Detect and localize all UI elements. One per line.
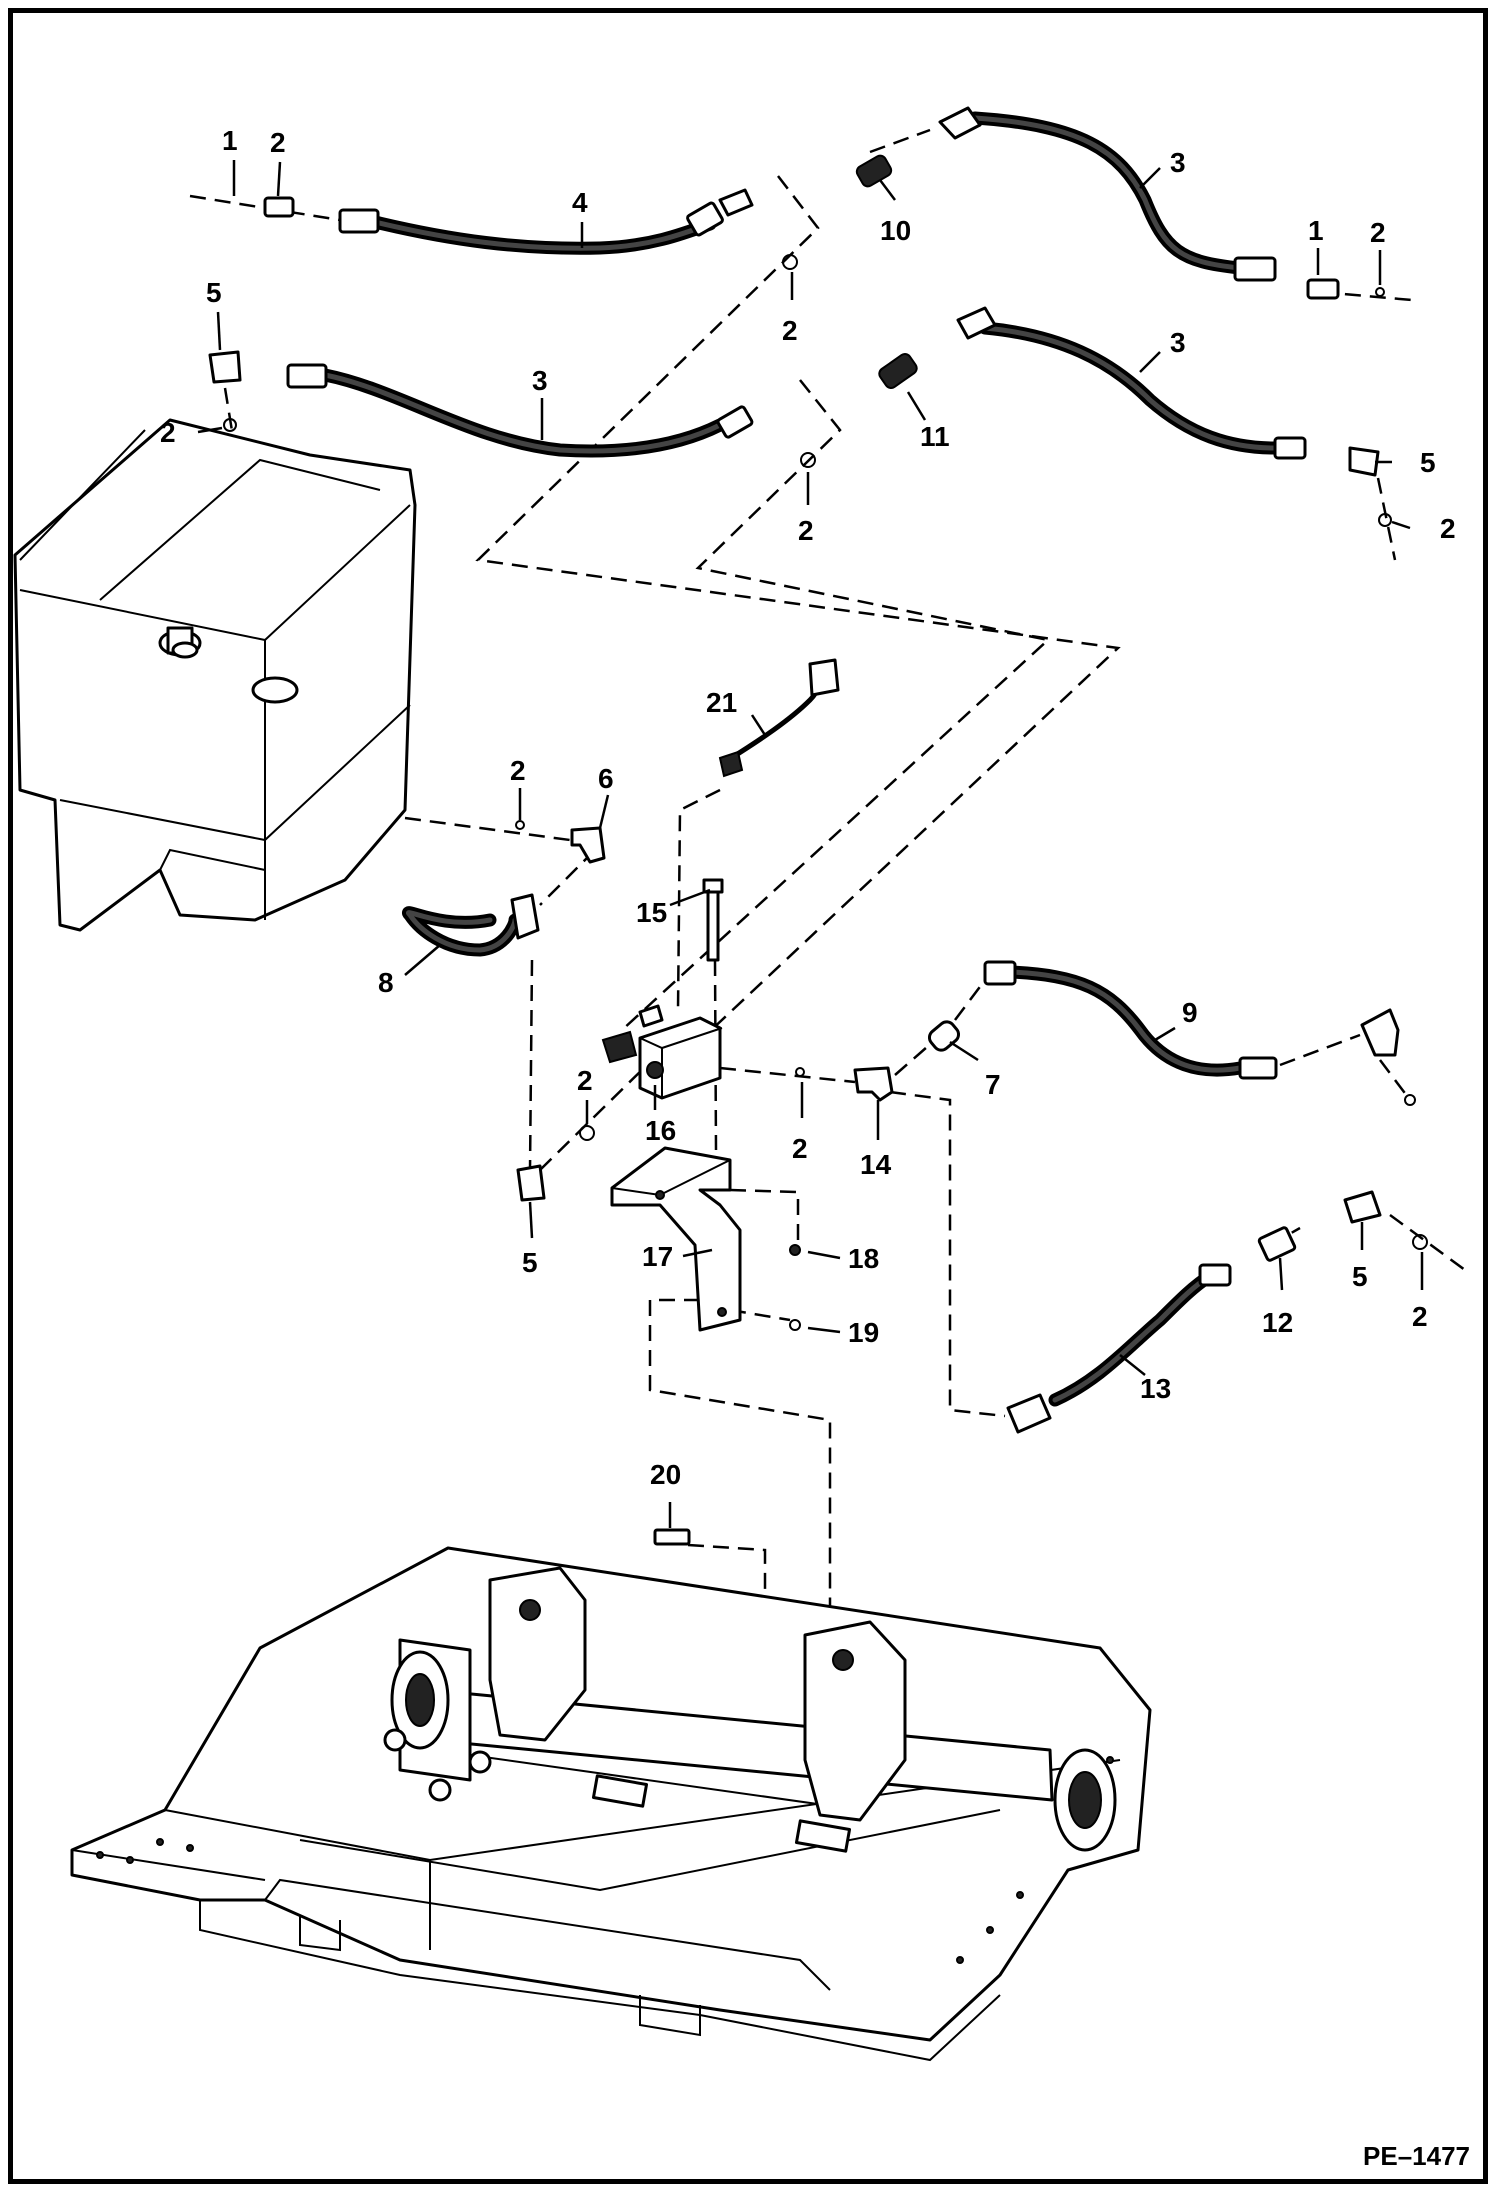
callout-4: 4 <box>572 187 588 218</box>
callout-2: 2 <box>1440 513 1456 544</box>
callout-1: 1 <box>1308 215 1324 246</box>
callout-7: 7 <box>985 1069 1001 1100</box>
callout-10: 10 <box>880 215 911 246</box>
figure-reference-code: PE–1477 <box>1363 2141 1470 2171</box>
callout-2: 2 <box>792 1133 808 1164</box>
callout-14: 14 <box>860 1149 892 1180</box>
callout-5: 5 <box>522 1247 538 1278</box>
callout-5: 5 <box>1352 1261 1368 1292</box>
hose-9 <box>1003 965 1247 1077</box>
callout-6: 6 <box>598 763 614 794</box>
hose-3-right <box>978 321 1282 455</box>
routing-dashed-lines <box>189 128 1466 1642</box>
hose-3-upper <box>968 111 1247 275</box>
callout-numbers: 1 2 4 10 2 3 1 2 5 3 2 11 2 3 5 2 21 2 6… <box>160 125 1456 1490</box>
callout-12: 12 <box>1262 1307 1293 1338</box>
callout-17: 17 <box>642 1241 673 1272</box>
callout-21: 21 <box>706 687 737 718</box>
callout-3: 3 <box>1170 147 1186 178</box>
callout-2: 2 <box>1412 1301 1428 1332</box>
callout-1: 1 <box>222 125 238 156</box>
valve-block <box>601 878 724 1100</box>
hose-assemblies <box>318 111 1282 1407</box>
callout-15: 15 <box>636 897 667 928</box>
leader-lines <box>197 160 1424 1528</box>
machine-frame <box>70 1546 1152 2062</box>
battery <box>13 418 417 932</box>
diagram-border <box>8 8 1488 2184</box>
callout-2: 2 <box>577 1065 593 1096</box>
callout-2: 2 <box>510 755 526 786</box>
hose-3-left <box>318 368 727 458</box>
callout-11: 11 <box>920 421 950 452</box>
callout-3: 3 <box>532 365 548 396</box>
callout-18: 18 <box>848 1243 879 1274</box>
callout-2: 2 <box>270 127 286 158</box>
callout-9: 9 <box>1182 997 1198 1028</box>
callout-19: 19 <box>848 1317 879 1348</box>
callout-16: 16 <box>645 1115 676 1146</box>
callout-2: 2 <box>1370 217 1386 248</box>
callout-3: 3 <box>1170 327 1186 358</box>
callout-13: 13 <box>1140 1373 1171 1404</box>
callout-2: 2 <box>798 515 814 546</box>
callout-20: 20 <box>650 1459 681 1490</box>
callout-5: 5 <box>206 277 222 308</box>
callout-2: 2 <box>782 315 798 346</box>
callout-8: 8 <box>378 967 394 998</box>
callout-2: 2 <box>160 417 176 448</box>
callout-5: 5 <box>1420 447 1436 478</box>
bracket <box>610 658 840 1546</box>
fittings <box>208 106 1428 1434</box>
